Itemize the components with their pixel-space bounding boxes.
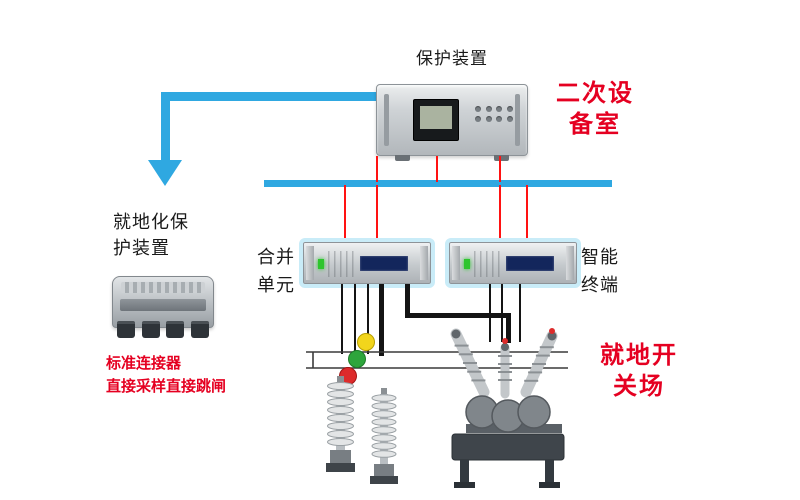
power-led-icon [464, 259, 470, 269]
rack-end [452, 246, 460, 280]
connector-ports [117, 321, 209, 338]
switchyard-line1: 就地开 [600, 342, 678, 369]
fiber-link-line [499, 156, 501, 182]
nameplate [506, 256, 554, 271]
switchyard-label: 就地开 关场 [597, 340, 681, 402]
ball-green-icon [348, 350, 366, 368]
rack-end [420, 246, 428, 280]
device-foot [395, 155, 410, 161]
intelligent-terminal-line1: 智能 [581, 247, 619, 267]
fiber-link-line [344, 185, 346, 242]
device-body [112, 276, 214, 328]
breaker-flag-red-icon [502, 338, 508, 344]
breaker-flag-red-icon [549, 328, 555, 334]
local-protection-device-image [112, 276, 214, 338]
connector-note: 标准连接器 直接采样直接跳闸 [106, 352, 226, 399]
rack-end [306, 246, 314, 280]
secondary-room-line1: 二次设 [556, 80, 634, 107]
process-bus-line [264, 180, 612, 187]
blue-arrow-vertical [161, 92, 170, 162]
device-screen [413, 99, 459, 141]
intelligent-terminal-line2: 终端 [581, 274, 619, 295]
merging-unit-label: 合并 单元 [257, 244, 295, 300]
vent-grille-icon [328, 251, 354, 277]
rack-handle-icon [515, 94, 520, 146]
merging-unit-line1: 合并 [257, 247, 295, 267]
device-buttons [475, 106, 513, 122]
intelligent-terminal-image [445, 238, 581, 288]
heatsink-fins-icon [121, 282, 205, 293]
cable-line [341, 284, 343, 354]
cable-line [367, 284, 369, 354]
connector-note-line1: 标准连接器 [106, 355, 182, 372]
connector-note-line2: 直接采样直接跳闸 [106, 378, 227, 396]
secondary-room-label: 二次设 备室 [549, 78, 641, 140]
nameplate [360, 256, 408, 271]
protection-device-image [376, 84, 528, 161]
intelligent-terminal-label: 智能 终端 [581, 244, 619, 300]
protection-device-label: 保护装置 [416, 49, 488, 68]
power-led-icon [318, 259, 324, 269]
device-foot [494, 155, 509, 161]
cable-line [519, 284, 521, 342]
blue-arrow-horizontal [161, 92, 376, 101]
cable-line-thick [405, 284, 410, 317]
ball-yellow-icon [357, 333, 375, 351]
circuit-breaker [450, 328, 565, 488]
overhead-wires [306, 351, 568, 369]
insulator-column-left [326, 376, 355, 472]
fiber-link-line [376, 156, 378, 182]
cable-line [489, 284, 491, 342]
secondary-room-line2: 备室 [569, 111, 621, 139]
switchyard-line2: 关场 [613, 373, 665, 401]
rack-handle-icon [384, 94, 389, 146]
cable-line-thick [405, 313, 511, 318]
cable-line-thick [379, 284, 384, 356]
indicator-balls [339, 333, 375, 385]
vent-grille-icon [474, 251, 500, 277]
cable-line [354, 284, 356, 354]
fiber-link-line [499, 185, 501, 242]
fiber-link-line [436, 156, 438, 182]
device-screen-display [420, 106, 452, 129]
cable-line-thick [506, 313, 511, 343]
down-arrow-icon [148, 160, 182, 186]
insulator-column-right [370, 388, 398, 484]
local-protection-label: 就地化保 护装置 [113, 209, 189, 261]
device-band [120, 299, 206, 311]
switchyard-graphic [306, 328, 568, 488]
fiber-link-line [376, 185, 378, 242]
local-protection-line1: 就地化保 [113, 212, 189, 232]
merging-unit-image [299, 238, 435, 288]
cable-line [501, 284, 503, 342]
merging-unit-line2: 单元 [257, 274, 295, 295]
local-protection-line2: 护装置 [113, 238, 170, 259]
rack-end [566, 246, 574, 280]
fiber-link-line [526, 185, 528, 242]
